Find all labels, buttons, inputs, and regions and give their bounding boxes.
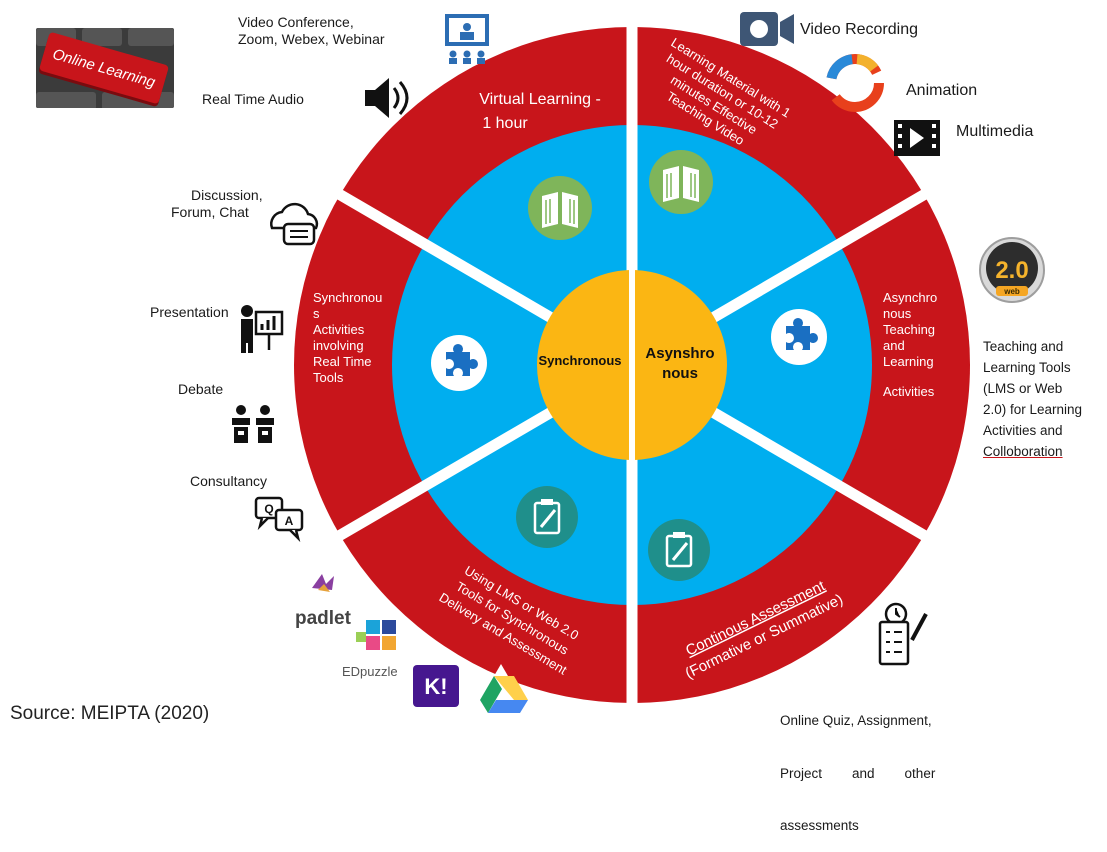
segment-left-line5: Real Time — [313, 354, 372, 369]
puzzle-icon — [771, 309, 827, 365]
puzzle-icon — [431, 335, 487, 391]
chat-cloud-icon — [270, 202, 319, 246]
edpuzzle-logo — [356, 620, 396, 650]
svg-text:Q: Q — [264, 502, 273, 516]
segment-left-line3: Activities — [313, 322, 365, 337]
center-asynchronous-line2: nous — [662, 365, 698, 382]
film-icon — [894, 120, 940, 156]
segment-right-line4: and — [883, 338, 905, 353]
label-consultancy: Consultancy — [190, 473, 268, 489]
animation-ring-icon — [826, 54, 884, 112]
debate-icon — [232, 405, 274, 443]
kahoot-logo — [413, 665, 459, 707]
online-learning-badge: Online Learning — [36, 28, 174, 108]
label-online-quiz-line2: Project and other — [780, 765, 936, 781]
label-online-quiz: Online Quiz, Assignment, Project and oth… — [780, 677, 935, 852]
label-debate: Debate — [178, 381, 224, 397]
segment-right-line5: Learning — [883, 354, 934, 369]
segment-right-line1: Asynchro — [883, 290, 937, 305]
speaker-icon — [365, 78, 409, 118]
label-teaching-tools-line1: Teaching and — [983, 339, 1064, 354]
presentation-board-icon — [241, 305, 284, 353]
segment-left-line6: Tools — [313, 370, 344, 385]
camera-icon — [740, 12, 794, 46]
kahoot-text: K! — [424, 674, 448, 699]
padlet-logo — [312, 574, 334, 592]
segment-right-line3: Teaching — [883, 322, 935, 337]
checklist-icon — [878, 602, 928, 666]
segment-left-line2: s — [313, 306, 320, 321]
label-teaching-tools-line6: Colloboration — [983, 443, 1063, 459]
clipboard-icon — [648, 519, 710, 581]
svg-text:A: A — [285, 514, 294, 528]
qa-bubbles-icon: Q A — [254, 496, 304, 543]
label-real-time-audio: Real Time Audio — [202, 91, 304, 107]
web20-badge-text: 2.0 — [995, 257, 1028, 284]
edpuzzle-text: EDpuzzle — [342, 664, 398, 679]
source-caption: Source: MEIPTA (2020) — [10, 703, 210, 724]
segment-left-line4: involving — [313, 338, 364, 353]
clipboard-icon — [516, 486, 578, 548]
presenter-screen-icon — [445, 14, 489, 64]
learning-wheel: Synchronous Asynshro nous Virtual Learni… — [232, 12, 1045, 713]
label-teaching-tools-line5: Activities and — [983, 422, 1063, 438]
label-online-quiz-line1: Online Quiz, Assignment, — [780, 713, 932, 729]
label-discussion-line2: Forum, Chat — [171, 203, 249, 220]
label-teaching-tools-line2: Learning Tools — [983, 359, 1071, 375]
label-discussion-line1: Discussion, — [191, 187, 263, 203]
center-synchronous: Synchronous — [538, 353, 621, 368]
web20-badge: 2.0 web — [979, 237, 1045, 303]
label-discussion: Discussion, Forum, Chat — [171, 187, 263, 221]
label-video-recording: Video Recording — [800, 21, 919, 38]
label-video-conference-line1: Video Conference, — [238, 14, 354, 30]
label-video-conference: Video Conference, Zoom, Webex, Webinar — [238, 14, 385, 48]
web20-badge-sub: web — [1003, 287, 1020, 296]
label-multimedia: Multimedia — [956, 123, 1034, 140]
segment-left-line1: Synchronou — [313, 290, 382, 305]
segment-right-line2: nous — [883, 306, 912, 321]
label-teaching-tools-line4: 2.0) for Learning — [983, 401, 1083, 417]
book-icon — [528, 176, 592, 240]
padlet-text: padlet — [295, 608, 351, 629]
segment-top-left-line1: Virtual Learning - — [479, 91, 601, 108]
label-online-quiz-line3: assessments — [780, 818, 859, 834]
label-video-conference-line2: Zoom, Webex, Webinar — [238, 30, 385, 47]
label-presentation: Presentation — [150, 304, 229, 320]
segment-top-left-line2: 1 hour — [482, 115, 528, 132]
drive-icon — [480, 664, 528, 713]
label-teaching-tools: Teaching and Learning Tools (LMS or Web … — [983, 337, 1082, 463]
label-animation: Animation — [906, 82, 978, 99]
book-icon — [649, 150, 713, 214]
label-teaching-tools-line3: (LMS or Web — [983, 380, 1063, 396]
center-asynchronous-line1: Asynshro — [645, 345, 714, 362]
segment-right-line6: Activities — [883, 384, 935, 399]
